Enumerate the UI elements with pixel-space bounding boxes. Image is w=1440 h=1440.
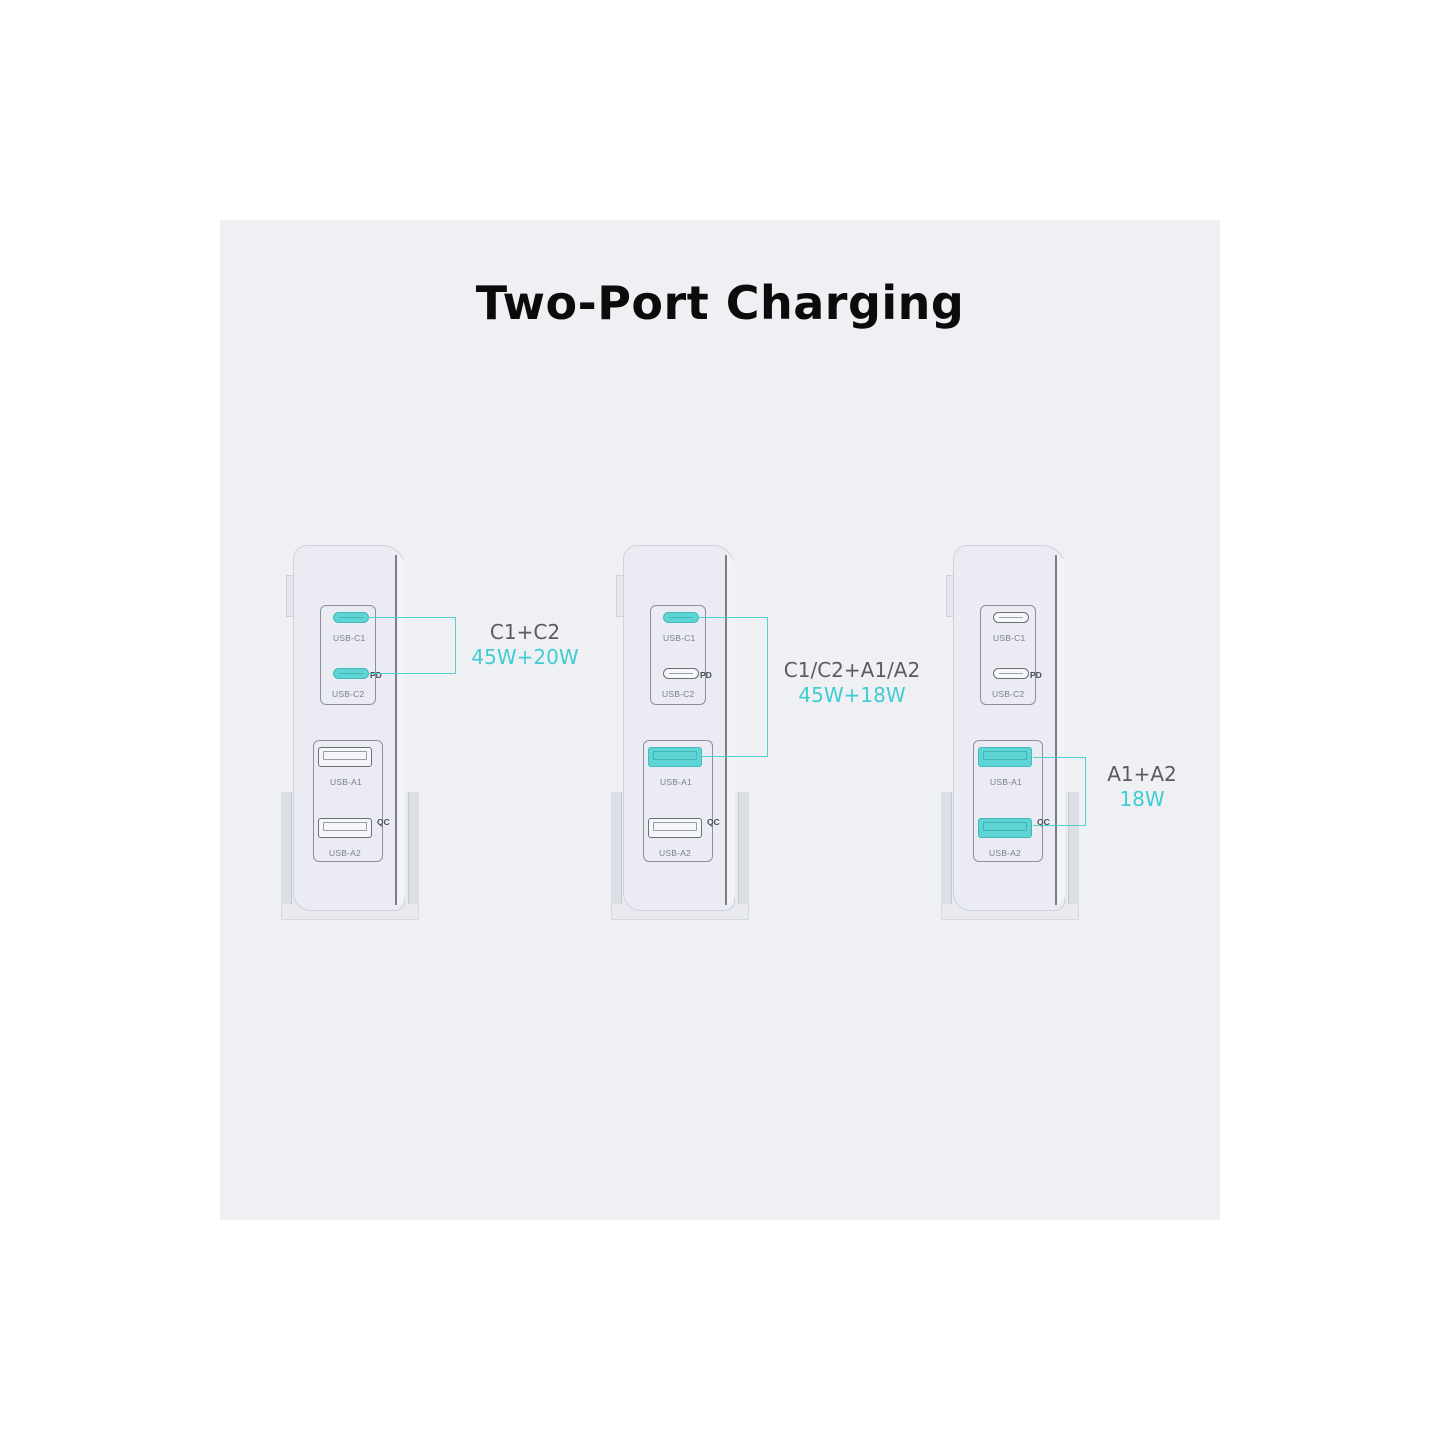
combo-label: C1/C2+A1/A2 <box>783 658 921 682</box>
connector-bracket <box>363 617 456 674</box>
usb-a2-port-active <box>978 818 1032 838</box>
stand-left-wall <box>611 792 622 904</box>
charger-body <box>953 545 1065 911</box>
combo-label: C1+C2 <box>489 620 561 644</box>
qc-label: QC <box>377 817 390 827</box>
charger-body <box>623 545 735 911</box>
pd-label: PD <box>1030 670 1042 680</box>
usb-c1-port <box>993 612 1029 623</box>
charger-side-tab <box>946 575 957 617</box>
stand-left-wall <box>941 792 952 904</box>
qc-port-group: USB-A1 USB-A2 <box>643 740 713 862</box>
stand-left-wall <box>281 792 292 904</box>
charger-edge <box>395 555 405 905</box>
pd-label: PD <box>700 670 712 680</box>
usb-c1-label: USB-C1 <box>993 633 1026 643</box>
qc-label: QC <box>707 817 720 827</box>
qc-label: QC <box>1037 817 1050 827</box>
charger-config-2: USB-C1 USB-C2 PD USB-A1 USB-A2 QC <box>611 545 751 922</box>
wattage-label: 45W+18W <box>798 683 906 707</box>
stand-right-wall <box>738 792 749 904</box>
usb-a2-label: USB-A2 <box>329 848 361 858</box>
pd-label: PD <box>370 670 382 680</box>
usb-a1-port-active <box>978 747 1032 767</box>
qc-port-group: USB-A1 USB-A2 <box>313 740 383 862</box>
page-title: Two-Port Charging <box>475 276 965 330</box>
usb-a1-port <box>318 747 372 767</box>
combo-label: A1+A2 <box>1107 762 1177 786</box>
stand-right-wall <box>408 792 419 904</box>
charger-config-1: USB-C1 USB-C2 PD USB-A1 USB-A2 QC <box>281 545 421 922</box>
connector-bracket <box>1033 757 1086 826</box>
config-3-caption: A1+A2 18W <box>1092 762 1192 812</box>
usb-a2-port <box>648 818 702 838</box>
usb-a2-port <box>318 818 372 838</box>
charger-side-tab <box>616 575 627 617</box>
config-2-caption: C1/C2+A1/A2 45W+18W <box>772 658 932 708</box>
pd-port-group: USB-C1 USB-C2 <box>650 605 706 705</box>
charger-side-tab <box>286 575 297 617</box>
usb-a1-label: USB-A1 <box>660 777 692 787</box>
charger-config-3: USB-C1 USB-C2 PD USB-A1 USB-A2 QC <box>941 545 1081 922</box>
charger-edge <box>1055 555 1065 905</box>
usb-c2-port <box>663 668 699 679</box>
usb-a1-label: USB-A1 <box>330 777 362 787</box>
pd-port-group: USB-C1 USB-C2 <box>980 605 1036 705</box>
connector-bracket <box>694 617 768 757</box>
usb-a2-label: USB-A2 <box>659 848 691 858</box>
pd-port-group: USB-C1 USB-C2 <box>320 605 376 705</box>
usb-a1-label: USB-A1 <box>990 777 1022 787</box>
wattage-label: 45W+20W <box>471 645 579 669</box>
usb-c2-label: USB-C2 <box>332 689 365 699</box>
usb-c2-label: USB-C2 <box>992 689 1025 699</box>
charger-edge <box>725 555 735 905</box>
usb-c2-label: USB-C2 <box>662 689 695 699</box>
usb-c1-label: USB-C1 <box>663 633 696 643</box>
usb-a1-port-active <box>648 747 702 767</box>
product-panel: Two-Port Charging USB-C1 USB-C2 PD USB-A… <box>220 220 1220 1220</box>
usb-a2-label: USB-A2 <box>989 848 1021 858</box>
qc-port-group: USB-A1 USB-A2 <box>973 740 1043 862</box>
stand-right-wall <box>1068 792 1079 904</box>
wattage-label: 18W <box>1119 787 1165 811</box>
config-1-caption: C1+C2 45W+20W <box>460 620 590 670</box>
usb-c2-port <box>993 668 1029 679</box>
usb-c1-label: USB-C1 <box>333 633 366 643</box>
charger-body <box>293 545 405 911</box>
